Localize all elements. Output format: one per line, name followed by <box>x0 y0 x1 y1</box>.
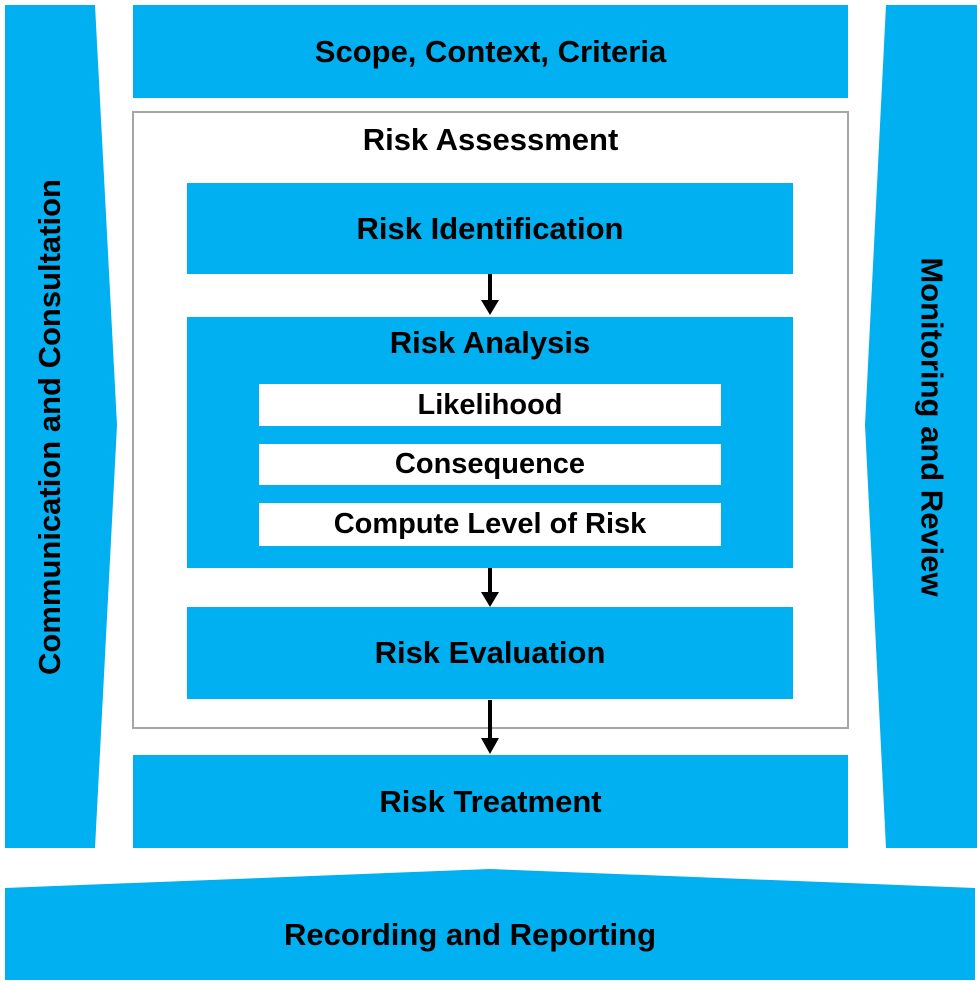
compute-level-of-risk-box: Compute Level of Risk <box>259 503 721 546</box>
monitoring-review-shape <box>865 5 977 848</box>
risk-evaluation-label: Risk Evaluation <box>374 635 606 670</box>
recording-reporting-label-wrap: Recording and Reporting <box>5 890 935 980</box>
communication-consultation-label-wrap: Communication and Consultation <box>5 5 95 848</box>
monitoring-review-label: Monitoring and Review <box>914 256 950 597</box>
arrow-down-icon <box>481 700 499 754</box>
risk-treatment-box: Risk Treatment <box>133 755 848 848</box>
consequence-box: Consequence <box>259 444 721 485</box>
scope-context-criteria-label: Scope, Context, Criteria <box>314 33 667 69</box>
risk-treatment-label: Risk Treatment <box>379 783 602 819</box>
compute-level-of-risk-label: Compute Level of Risk <box>333 508 647 540</box>
risk-evaluation-box: Risk Evaluation <box>187 607 793 699</box>
likelihood-box: Likelihood <box>259 384 721 426</box>
recording-reporting-shape <box>5 869 975 980</box>
scope-context-criteria-box: Scope, Context, Criteria <box>133 5 848 98</box>
arrow-down-icon <box>481 274 499 315</box>
risk-assessment-label: Risk Assessment <box>362 122 619 157</box>
recording-reporting-label: Recording and Reporting <box>284 917 656 952</box>
risk-analysis-label: Risk Analysis <box>389 325 591 360</box>
risk-identification-label: Risk Identification <box>356 210 624 246</box>
arrow-down-icon <box>481 568 499 607</box>
communication-consultation-label: Communication and Consultation <box>32 178 67 675</box>
likelihood-label: Likelihood <box>417 388 563 421</box>
risk-identification-box: Risk Identification <box>187 183 793 274</box>
communication-consultation-shape <box>5 5 117 848</box>
consequence-label: Consequence <box>394 448 586 480</box>
monitoring-review-label-wrap: Monitoring and Review <box>886 5 977 848</box>
risk-assessment-title: Risk Assessment <box>134 118 847 162</box>
